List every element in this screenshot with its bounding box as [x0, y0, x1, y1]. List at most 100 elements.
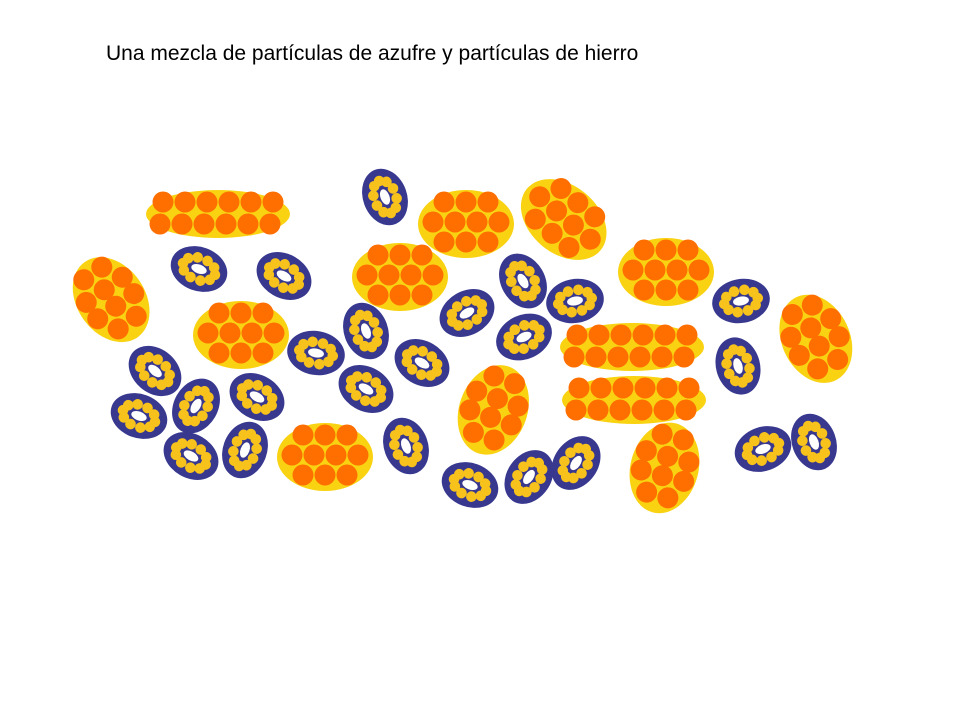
sulfur-atom — [612, 377, 634, 399]
sulfur-atom — [111, 266, 133, 288]
iron-atom — [288, 264, 300, 275]
iron-atom — [744, 363, 755, 374]
iron-atom — [576, 305, 588, 316]
iron-atom — [475, 490, 487, 502]
sulfur-atom — [292, 424, 314, 446]
iron-particle — [715, 337, 761, 395]
sulfur-atom — [666, 259, 688, 281]
sulfur-atom — [389, 244, 411, 266]
iron-core — [131, 410, 147, 422]
iron-core — [148, 364, 162, 378]
sulfur-atom — [230, 342, 252, 364]
sulfur-atom — [631, 399, 653, 421]
sulfur-atom — [483, 365, 505, 387]
iron-atom — [371, 200, 383, 211]
iron-particle — [343, 302, 389, 360]
iron-atom — [361, 372, 372, 383]
sulfur-atom — [622, 259, 644, 281]
iron-atom — [323, 356, 334, 368]
iron-atom — [268, 277, 280, 288]
iron-atom — [360, 395, 371, 406]
sulfur-particle — [779, 294, 853, 383]
sulfur-atom — [800, 317, 822, 339]
iron-particle — [287, 330, 345, 376]
iron-atom — [750, 299, 761, 311]
iron-particle — [439, 289, 495, 337]
iron-atom — [203, 392, 214, 403]
sulfur-particle — [277, 423, 373, 491]
iron-particle — [362, 168, 408, 226]
iron-atom — [317, 338, 329, 349]
iron-atom — [555, 291, 566, 303]
sulfur-atom — [252, 302, 274, 324]
iron-atom — [160, 361, 172, 372]
iron-atom — [583, 450, 595, 461]
iron-atom — [807, 451, 818, 463]
sulfur-atom — [218, 191, 240, 213]
sulfur-atom — [367, 284, 389, 306]
iron-atom — [721, 291, 732, 303]
iron-atom — [518, 461, 529, 472]
sulfur-atom — [196, 191, 218, 213]
sulfur-atom — [281, 444, 303, 466]
iron-atom — [192, 252, 203, 263]
iron-atom — [535, 473, 546, 484]
iron-atom — [431, 358, 443, 370]
iron-atom — [479, 478, 491, 489]
iron-atom — [359, 340, 370, 352]
iron-atom — [732, 306, 743, 318]
sulfur-atom — [87, 308, 109, 330]
sulfur-atom — [546, 200, 568, 222]
iron-atom — [816, 428, 828, 439]
sulfur-atom — [524, 208, 546, 230]
iron-particle — [383, 417, 429, 475]
iron-atom — [530, 284, 541, 295]
sulfur-atom — [678, 451, 700, 473]
iron-atom — [138, 370, 150, 381]
sulfur-atom — [541, 222, 563, 244]
iron-atom — [392, 449, 404, 460]
iron-atom — [185, 271, 196, 283]
sulfur-atom — [123, 283, 145, 305]
iron-core — [379, 189, 391, 205]
sulfur-atom — [433, 191, 455, 213]
sulfur-atom — [208, 342, 230, 364]
iron-particle — [712, 278, 770, 324]
sulfur-atom — [781, 303, 803, 325]
sulfur-atom — [208, 302, 230, 324]
sulfur-atom — [654, 324, 676, 346]
iron-core — [308, 348, 324, 358]
sulfur-atom — [588, 324, 610, 346]
sulfur-atom — [292, 464, 314, 486]
iron-atom — [456, 487, 467, 499]
iron-atom — [451, 301, 463, 312]
iron-atom — [375, 384, 387, 396]
sulfur-atom — [657, 445, 679, 467]
iron-atom — [510, 479, 522, 490]
iron-atom — [350, 390, 362, 401]
sulfur-atom — [651, 465, 673, 487]
iron-atom — [231, 436, 243, 447]
sulfur-atom — [466, 380, 488, 402]
sulfur-atom — [567, 192, 589, 214]
iron-core — [808, 434, 820, 450]
iron-atom — [768, 432, 780, 444]
sulfur-atom — [632, 324, 654, 346]
iron-atom — [177, 438, 188, 449]
sulfur-atom — [91, 256, 113, 278]
iron-atom — [368, 190, 379, 201]
iron-atom — [463, 468, 474, 479]
sulfur-atom — [635, 440, 657, 462]
iron-core — [523, 469, 535, 485]
iron-atom — [412, 442, 423, 453]
iron-atom — [417, 346, 428, 357]
iron-atom — [426, 351, 438, 362]
iron-particle — [256, 252, 312, 300]
iron-atom — [314, 358, 325, 370]
iron-atom — [228, 446, 239, 457]
iron-atom — [125, 418, 136, 430]
iron-atom — [742, 372, 754, 383]
sulfur-atom — [347, 444, 369, 466]
sulfur-particle — [418, 190, 514, 258]
sulfur-atom — [633, 279, 655, 301]
